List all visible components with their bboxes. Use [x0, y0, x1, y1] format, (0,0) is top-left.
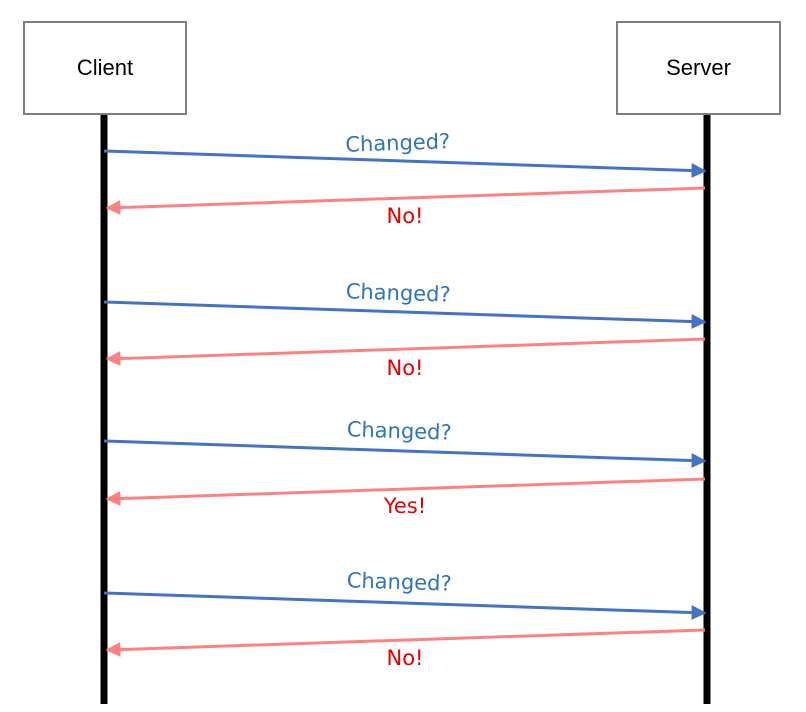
exchange-1: Changed? No! — [103, 129, 707, 228]
request-arrow — [103, 149, 707, 179]
request-label: Changed? — [345, 129, 451, 156]
server-label: Server — [666, 55, 731, 80]
exchange-3: Changed? Yes! — [103, 417, 707, 518]
response-arrow — [105, 628, 706, 658]
response-label: No! — [387, 356, 424, 380]
exchange-2: Changed? No! — [103, 279, 707, 380]
response-arrow — [105, 477, 706, 507]
request-label: Changed? — [346, 417, 452, 444]
response-label: No! — [387, 646, 424, 670]
server-box: Server — [616, 21, 781, 115]
request-arrow — [103, 300, 707, 330]
request-arrow — [103, 439, 707, 469]
request-label: Changed? — [345, 279, 451, 306]
client-label: Client — [76, 55, 134, 80]
response-arrow — [105, 337, 706, 367]
response-arrow — [105, 186, 706, 216]
request-arrow — [103, 591, 707, 621]
request-label: Changed? — [346, 568, 452, 595]
response-label: No! — [387, 204, 424, 228]
exchange-4: Changed? No! — [103, 568, 707, 670]
client-box: Client — [23, 21, 187, 115]
response-label: Yes! — [383, 494, 426, 518]
